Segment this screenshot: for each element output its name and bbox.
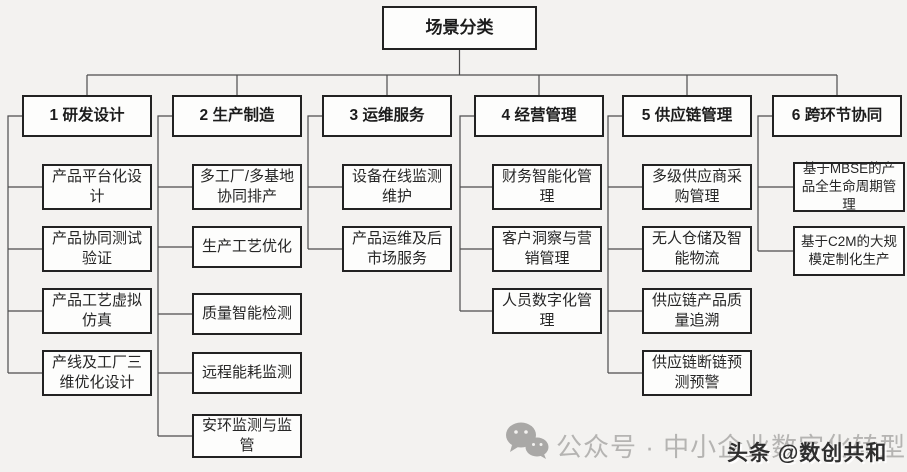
root-node-scene-classification: 场景分类 bbox=[382, 6, 537, 50]
toutiao-watermark-text: 头条 @数创共和 bbox=[727, 442, 888, 465]
wechat-icon bbox=[504, 421, 550, 466]
leaf-node: 设备在线监测维护 bbox=[342, 164, 452, 210]
wechat-watermark-text: 公众号 · 中小企业数字化转型 bbox=[556, 432, 907, 462]
leaf-node: 产线及工厂三维优化设计 bbox=[42, 350, 152, 396]
leaf-node: 产品运维及后市场服务 bbox=[342, 226, 452, 272]
category-node-cross-link-collab: 6 跨环节协同 bbox=[772, 95, 902, 137]
leaf-node: 人员数字化管理 bbox=[492, 288, 602, 334]
leaf-node: 生产工艺优化 bbox=[192, 226, 302, 268]
leaf-node: 质量智能检测 bbox=[192, 293, 302, 335]
leaf-node: 客户洞察与营销管理 bbox=[492, 226, 602, 272]
leaf-node: 财务智能化管理 bbox=[492, 164, 602, 210]
leaf-node: 供应链产品质量追溯 bbox=[642, 288, 752, 334]
category-node-business-management: 4 经营管理 bbox=[474, 95, 604, 137]
category-node-rd-design: 1 研发设计 bbox=[22, 95, 152, 137]
leaf-node: 产品协同测试验证 bbox=[42, 226, 152, 272]
leaf-node: 产品平台化设计 bbox=[42, 164, 152, 210]
leaf-node: 产品工艺虚拟仿真 bbox=[42, 288, 152, 334]
leaf-node: 供应链断链预测预警 bbox=[642, 350, 752, 396]
leaf-node: 多工厂/多基地协同排产 bbox=[192, 164, 302, 210]
leaf-node: 基于MBSE的产品全生命周期管理 bbox=[793, 161, 905, 212]
leaf-node: 远程能耗监测 bbox=[192, 352, 302, 394]
leaf-node: 无人仓储及智能物流 bbox=[642, 226, 752, 272]
category-node-supply-chain: 5 供应链管理 bbox=[622, 95, 752, 137]
category-node-operation-service: 3 运维服务 bbox=[322, 95, 452, 137]
leaf-node: 安环监测与监管 bbox=[192, 414, 302, 458]
category-node-manufacturing: 2 生产制造 bbox=[172, 95, 302, 137]
leaf-node: 多级供应商采购管理 bbox=[642, 164, 752, 210]
leaf-node: 基于C2M的大规模定制化生产 bbox=[793, 226, 905, 276]
